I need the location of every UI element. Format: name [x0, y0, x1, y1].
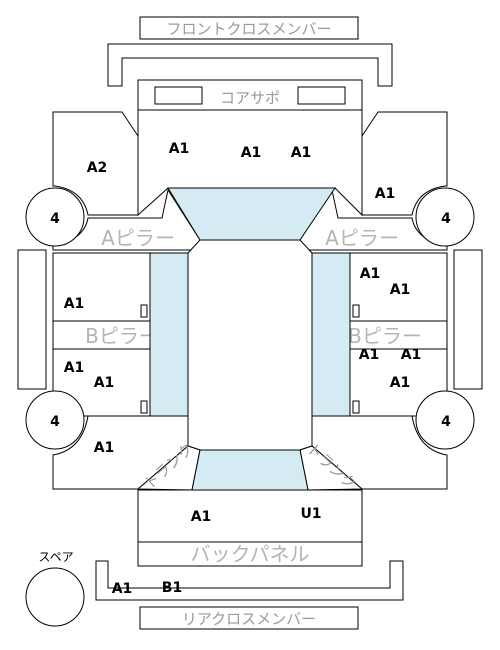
rear-cross-member-caption: リアクロスメンバー: [182, 610, 316, 628]
rear-cross-label-2: B1: [162, 580, 182, 596]
a-pillar-right-caption: Aピラー: [325, 226, 399, 250]
spare-tire: [25, 567, 85, 627]
trunk-right-label: U1: [300, 506, 321, 522]
door-rl-label-2: A1: [94, 375, 115, 391]
wheel-front-right: 4: [415, 187, 475, 247]
door-front-left: [52, 252, 151, 322]
core-support-caption: コアサポ: [220, 89, 280, 107]
back-panel-box: [137, 541, 363, 567]
wheel-fr-label: 4: [441, 211, 451, 227]
rear-cross-label-1: A1: [112, 581, 133, 597]
wheel-rear-left: 4: [25, 390, 85, 450]
front-bumper-bracket: [107, 43, 393, 87]
door-fl-label: A1: [64, 296, 85, 312]
rear-cross-member-box: [139, 606, 359, 630]
headlight-left: [154, 86, 203, 105]
door-handle-fl: [140, 304, 148, 318]
rocker-left: [17, 249, 47, 390]
b-pillar-right-caption: Bピラー: [348, 324, 422, 348]
door-rr-label-1: A1: [359, 347, 380, 363]
door-rl-label-1: A1: [64, 360, 85, 376]
side-window-right: [311, 252, 351, 417]
a-pillar-left-caption: Aピラー: [101, 226, 175, 250]
fender-front-right: [361, 111, 448, 216]
door-rr-label-3: A1: [390, 375, 411, 391]
fender-left-label: A2: [87, 160, 108, 176]
hood-label-3: A1: [291, 145, 312, 161]
wheel-rl-label: 4: [50, 414, 60, 430]
wheel-rr-label: 4: [441, 414, 451, 430]
side-window-left: [149, 252, 189, 417]
rear-bumper-bracket: [95, 560, 404, 601]
wheel-fl-label: 4: [50, 211, 60, 227]
front-cross-member-box: [139, 16, 359, 40]
rocker-right: [453, 249, 483, 390]
headlight-right: [297, 86, 346, 105]
back-panel-caption: バックパネル: [191, 542, 310, 566]
door-handle-rr: [352, 400, 360, 414]
quarter-left-label: A1: [94, 440, 115, 456]
hood-label-2: A1: [241, 145, 262, 161]
fender-right-label: A1: [375, 186, 396, 202]
b-pillar-left-caption: Bピラー: [85, 324, 159, 348]
trunk-lid: [137, 489, 363, 543]
wheel-rear-right: 4: [415, 390, 475, 450]
door-rr-label-2: A1: [401, 347, 422, 363]
hood-label-1: A1: [169, 141, 190, 157]
trunk-left-label: A1: [191, 509, 212, 525]
door-fr-label-1: A1: [360, 266, 381, 282]
rear-window: [191, 449, 309, 491]
door-handle-rl: [140, 400, 148, 414]
door-fr-label-2: A1: [390, 282, 411, 298]
roof-panel: [187, 239, 313, 451]
spare-caption: スペア: [38, 550, 73, 564]
door-handle-fr: [352, 304, 360, 318]
fender-front-left: [52, 111, 139, 216]
wheel-front-left: 4: [25, 187, 85, 247]
front-cross-member-caption: フロントクロスメンバー: [166, 20, 331, 38]
